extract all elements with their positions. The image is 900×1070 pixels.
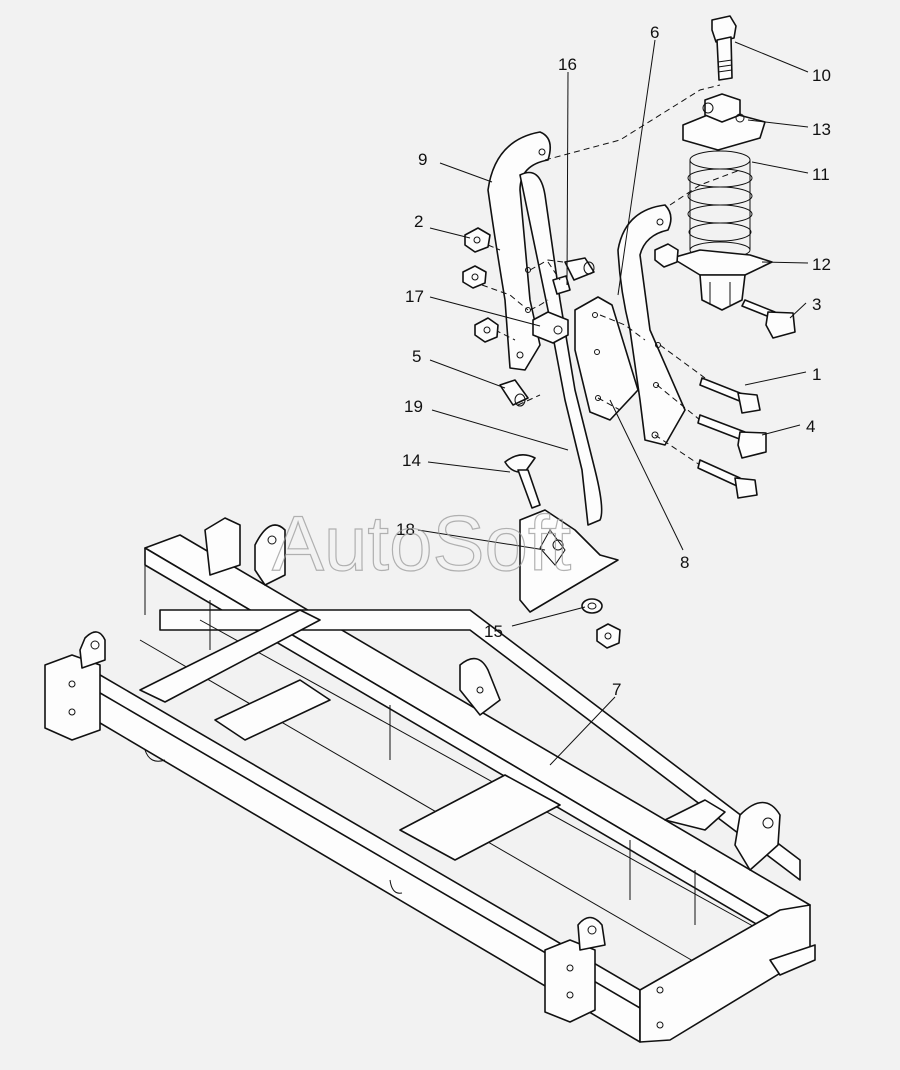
label-part-6: 6 <box>650 23 659 42</box>
label-part-7: 7 <box>612 680 621 699</box>
label-part-3: 3 <box>812 295 821 314</box>
part-labels: 6 16 10 13 9 11 2 12 17 3 5 1 19 4 14 18… <box>396 23 831 699</box>
watermark-text: AutoSoft <box>272 499 572 587</box>
left-shank-plate <box>487 131 551 371</box>
label-part-13: 13 <box>812 120 831 139</box>
label-part-18: 18 <box>396 520 415 539</box>
right-shank-plate <box>617 204 686 446</box>
label-part-19: 19 <box>404 397 423 416</box>
label-part-10: 10 <box>812 66 831 85</box>
label-part-1: 1 <box>812 365 821 384</box>
label-part-11: 11 <box>812 165 830 184</box>
spring <box>687 150 753 259</box>
shank-bar <box>519 171 603 526</box>
label-part-8: 8 <box>680 553 689 572</box>
frame-assembly <box>44 517 816 1043</box>
label-part-4: 4 <box>806 417 815 436</box>
label-part-2: 2 <box>414 212 423 231</box>
label-part-9: 9 <box>418 150 427 169</box>
label-part-15: 15 <box>484 622 503 641</box>
label-part-17: 17 <box>405 287 424 306</box>
shank-assembly <box>462 15 796 649</box>
leader-lines <box>417 39 809 766</box>
label-part-5: 5 <box>412 347 421 366</box>
clamp-plate <box>574 296 639 421</box>
label-part-16: 16 <box>558 55 577 74</box>
label-part-14: 14 <box>402 451 421 470</box>
label-part-12: 12 <box>812 255 831 274</box>
